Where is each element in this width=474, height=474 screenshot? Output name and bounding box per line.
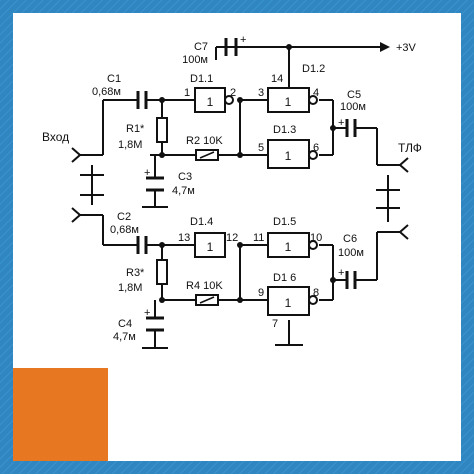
label-c2-value: 0,68м bbox=[110, 224, 139, 236]
label-r3: R3* bbox=[126, 267, 145, 279]
label-d1-3: D1.3 bbox=[273, 124, 296, 136]
gate-d1-2: 1 bbox=[267, 87, 318, 113]
capacitor-c3 bbox=[146, 176, 164, 192]
label-r4: R4 10K bbox=[186, 280, 223, 292]
pin-11: 11 bbox=[253, 232, 264, 244]
svg-text:1: 1 bbox=[285, 149, 292, 163]
label-c6: C6 bbox=[343, 233, 357, 245]
label-c7: C7 bbox=[194, 41, 208, 53]
capacitor-c6 bbox=[345, 271, 357, 289]
pin-3: 3 bbox=[258, 87, 264, 99]
resistor-r4 bbox=[195, 294, 219, 306]
label-c5: C5 bbox=[347, 89, 361, 101]
capacitor-c4 bbox=[146, 316, 164, 332]
plus-c6: + bbox=[338, 267, 344, 279]
label-r3-value: 1,8M bbox=[118, 282, 142, 294]
gate-d1-1: 1 bbox=[194, 87, 234, 113]
pin-6: 6 bbox=[313, 142, 319, 154]
label-c4-value: 4,7м bbox=[113, 331, 136, 343]
label-c6-value: 100м bbox=[338, 247, 364, 259]
gate-d1-3: 1 bbox=[267, 139, 318, 169]
svg-text:1: 1 bbox=[207, 95, 214, 109]
label-d1-5: D1.5 bbox=[273, 216, 296, 228]
plus-c3: + bbox=[144, 167, 150, 179]
junction-dots bbox=[159, 44, 336, 303]
label-output: ТЛФ bbox=[398, 141, 422, 155]
gate-d1-5: 1 bbox=[267, 232, 318, 258]
pin-12: 12 bbox=[226, 232, 238, 244]
plus-c7: + bbox=[240, 34, 246, 46]
capacitor-c2 bbox=[136, 236, 148, 254]
capacitor-c7 bbox=[216, 38, 246, 56]
pin-4: 4 bbox=[313, 87, 319, 99]
svg-text:1: 1 bbox=[285, 296, 292, 310]
pin-10: 10 bbox=[310, 232, 322, 244]
label-c1-value: 0,68м bbox=[92, 86, 121, 98]
svg-text:1: 1 bbox=[285, 95, 292, 109]
label-r2: R2 10K bbox=[186, 135, 223, 147]
capacitor-c5 bbox=[345, 119, 357, 137]
pin-8: 8 bbox=[313, 287, 319, 299]
gate-d1-4: 1 bbox=[194, 232, 226, 258]
plus-c4: + bbox=[144, 307, 150, 319]
label-c3: C3 bbox=[178, 171, 192, 183]
label-input: Вход bbox=[42, 130, 69, 144]
supply-arrow-icon bbox=[380, 42, 390, 52]
resistor-r3 bbox=[156, 259, 168, 285]
label-c1: C1 bbox=[107, 73, 121, 85]
capacitor-c1 bbox=[136, 91, 148, 109]
label-r1-value: 1,8M bbox=[118, 139, 142, 151]
label-d1-6: D1 6 bbox=[273, 272, 296, 284]
orange-corner-accent bbox=[13, 368, 108, 461]
wiring bbox=[71, 46, 409, 349]
pin-1: 1 bbox=[184, 87, 190, 99]
label-r1: R1* bbox=[126, 123, 145, 135]
svg-text:1: 1 bbox=[207, 240, 214, 254]
label-supply: +3V bbox=[396, 42, 417, 54]
label-c2: C2 bbox=[117, 211, 131, 223]
pin-13: 13 bbox=[178, 232, 190, 244]
label-c3-value: 4,7м bbox=[172, 185, 195, 197]
label-d1-2: D1.2 bbox=[302, 63, 325, 75]
label-c4: C4 bbox=[118, 318, 132, 330]
gate-d1-6: 1 bbox=[267, 286, 318, 316]
pin-2: 2 bbox=[230, 87, 236, 99]
pin-5: 5 bbox=[258, 142, 264, 154]
resistor-r2 bbox=[195, 149, 219, 161]
label-c5-value: 100м bbox=[340, 101, 366, 113]
label-d1-4: D1.4 bbox=[190, 216, 213, 228]
label-d1-1: D1.1 bbox=[190, 73, 213, 85]
svg-text:1: 1 bbox=[285, 240, 292, 254]
pin-7: 7 bbox=[272, 318, 278, 330]
resistor-r1 bbox=[156, 117, 168, 143]
plus-c5: + bbox=[338, 117, 344, 129]
pin-9: 9 bbox=[258, 287, 264, 299]
label-c7-value: 100м bbox=[182, 54, 208, 66]
pin-14: 14 bbox=[271, 73, 283, 85]
